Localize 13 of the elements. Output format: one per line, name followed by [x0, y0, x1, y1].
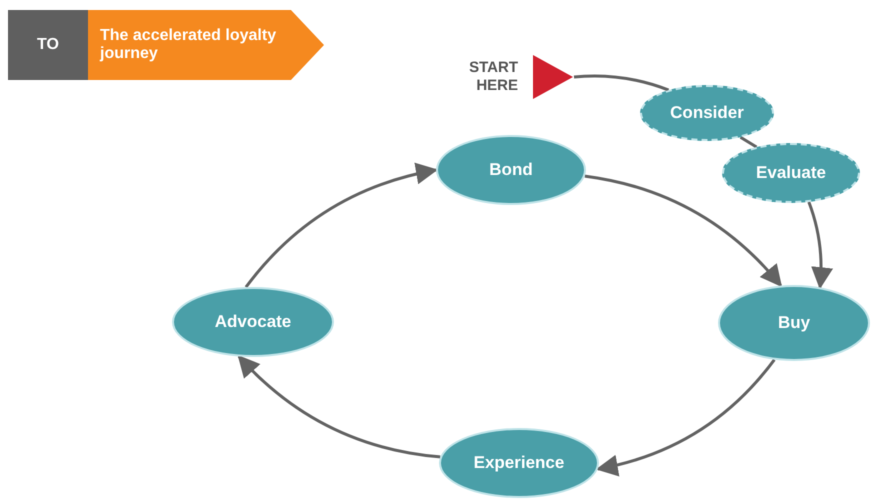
- stage-ellipse: Experience: [439, 428, 599, 498]
- arrow: [244, 163, 438, 288]
- stage-ellipse: Consider: [640, 85, 774, 141]
- start-label: START HERE: [468, 59, 518, 95]
- arrow: [584, 174, 782, 288]
- arrow: [238, 355, 440, 458]
- label-tag: TO: [8, 10, 88, 80]
- connector-line: [740, 136, 758, 148]
- stage-ellipse: Advocate: [172, 287, 334, 357]
- connector-line: [574, 74, 670, 92]
- stage-ellipse: Bond: [436, 135, 586, 205]
- stage-ellipse: Buy: [718, 285, 870, 361]
- stage-ellipse: Evaluate: [722, 143, 860, 203]
